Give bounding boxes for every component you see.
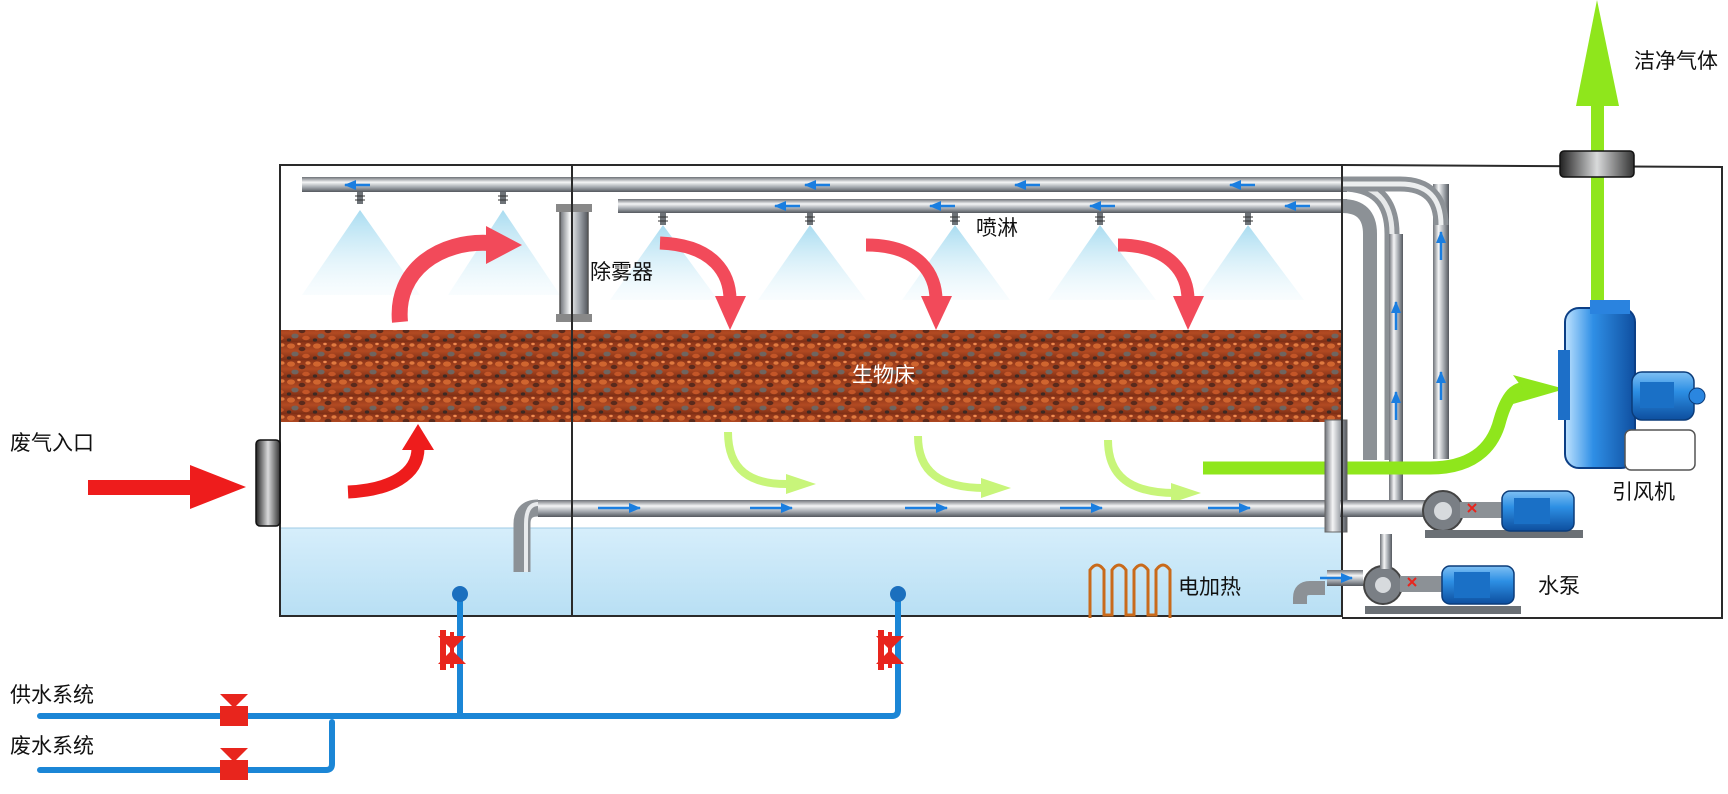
water-supply-system-label: 供水系统 — [10, 683, 94, 707]
vessel-outline — [279, 164, 1723, 619]
water-basin — [280, 528, 1342, 616]
motor-icon — [1501, 490, 1575, 532]
heater-coil-icon — [1088, 563, 1172, 618]
outlet-flange — [1559, 150, 1635, 178]
biobed-label: 生物床 — [852, 363, 915, 387]
pipe-caps — [452, 586, 906, 602]
spray-pipes — [302, 176, 1449, 516]
spray-nozzle-icon — [355, 192, 1253, 225]
return-water-pipe — [513, 419, 1448, 572]
pump-icon — [1422, 490, 1583, 538]
waste-water-system-label: 废水系统 — [10, 734, 94, 758]
water-pump-label: 水泵 — [1538, 574, 1580, 598]
biobed-media — [280, 330, 1342, 422]
spray-flow-arrows — [344, 180, 1446, 420]
treated-gas-arrowheads — [786, 474, 1201, 503]
inlet-flange — [255, 439, 281, 527]
water-piping — [37, 593, 901, 773]
electric-heating-label: 电加热 — [1178, 575, 1241, 599]
clean-gas-path — [1203, 0, 1619, 475]
valve-icon — [220, 630, 904, 780]
waste-gas-inlet-label: 废气入口 — [10, 431, 94, 455]
pump-icon — [1293, 534, 1521, 614]
clean-gas-label: 洁净气体 — [1634, 49, 1718, 73]
motor-icon — [1441, 565, 1515, 605]
spray-label: 喷淋 — [976, 216, 1018, 240]
gas-flow-arrows — [391, 226, 1204, 330]
fan-icon — [1558, 300, 1696, 471]
induced-fan-label: 引风机 — [1612, 480, 1675, 504]
motor-icon — [1631, 371, 1706, 421]
demister-icon — [556, 204, 592, 322]
treated-gas-arrows — [724, 431, 1176, 497]
inlet-flow-arrows — [88, 424, 434, 509]
demister-label: 除雾器 — [590, 260, 653, 284]
